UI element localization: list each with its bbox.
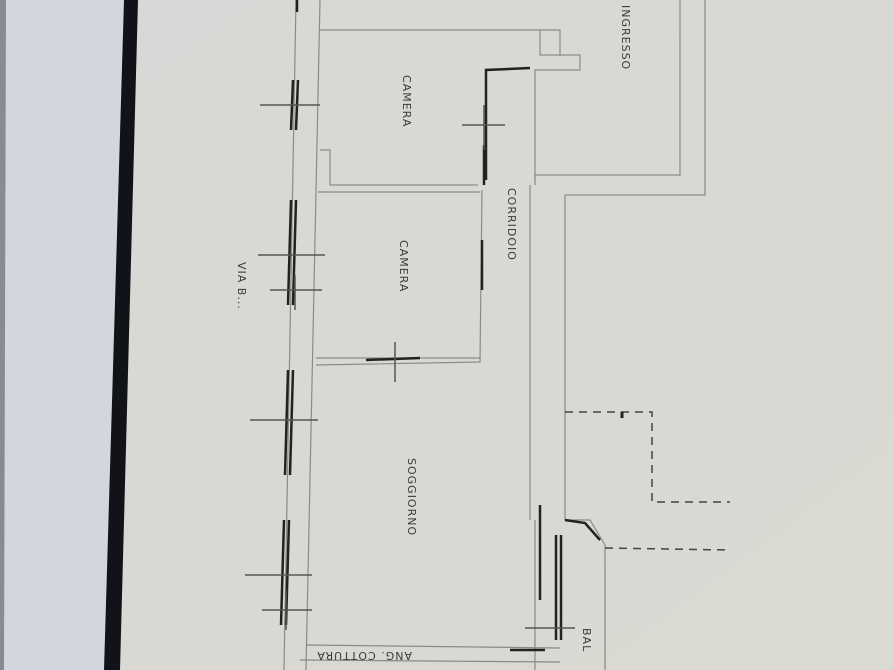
room-labels: CAMERA CAMERA SOGGIORNO CORRIDOIO INGRES… [235,5,632,662]
room-label-corridoio: CORRIDOIO [505,188,518,261]
balcony-dashed [565,411,731,551]
room-label-camera-1: CAMERA [400,75,413,127]
left-paper [0,0,128,670]
thick-walls [279,0,601,652]
window-ticks [245,104,575,630]
room-label-soggiorno: SOGGIORNO [405,458,418,536]
room-label-ingresso: INGRESSO [619,5,632,70]
room-label-camera-2: CAMERA [397,240,410,292]
room-label-ang-cottura: ANG. COTTURA [316,649,412,662]
left-edge [0,0,6,670]
room-label-balcone: BAL [580,628,593,652]
street-label: VIA B... [235,262,248,310]
binder-strip [104,0,138,670]
